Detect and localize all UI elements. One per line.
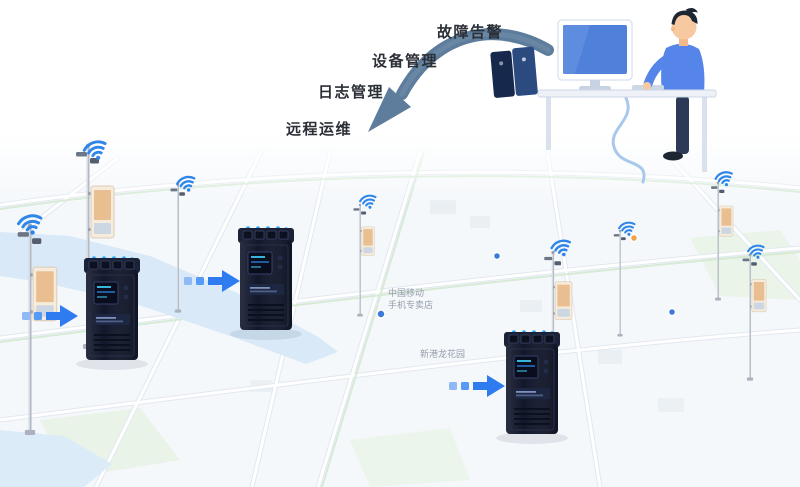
operator-arm <box>643 51 677 89</box>
map-label-line: 手机专卖店 <box>388 299 434 310</box>
arrow-head <box>368 87 411 132</box>
operator-legs <box>663 96 689 161</box>
operator-person <box>661 8 705 93</box>
label-remote-ops: 远程运维 <box>286 121 353 138</box>
operator-hand <box>643 82 651 90</box>
map-poi <box>376 309 386 319</box>
remote-control-arrow <box>368 28 554 132</box>
label-device-management: 设备管理 <box>372 53 439 70</box>
edge-devices <box>76 225 568 444</box>
label-log-management: 日志管理 <box>318 84 385 101</box>
map-poi <box>667 307 677 317</box>
edge-gateway-device <box>503 329 561 435</box>
file-binders <box>490 46 538 98</box>
map-label-line: 中国移动 <box>388 288 425 298</box>
label-fault-alarm: 故障告警 <box>437 24 504 41</box>
power-cable <box>611 96 646 184</box>
edge-gateway-device <box>237 225 295 331</box>
map-poi <box>492 251 502 261</box>
map-label-garden: 新港龙花园 <box>420 349 465 361</box>
computer-monitor <box>557 19 633 91</box>
edge-gateway-device <box>83 255 141 361</box>
map-label-store: 中国移动 手机专卖店 <box>388 288 433 311</box>
desk-top <box>537 89 717 98</box>
map-poi-markers <box>376 233 677 319</box>
desk-leg <box>546 96 551 150</box>
map-poi <box>629 233 639 243</box>
desk-leg <box>702 96 707 172</box>
map-label-line: 新港龙花园 <box>420 349 466 359</box>
map-top-fade <box>0 132 800 206</box>
operator-illustration <box>490 8 717 184</box>
